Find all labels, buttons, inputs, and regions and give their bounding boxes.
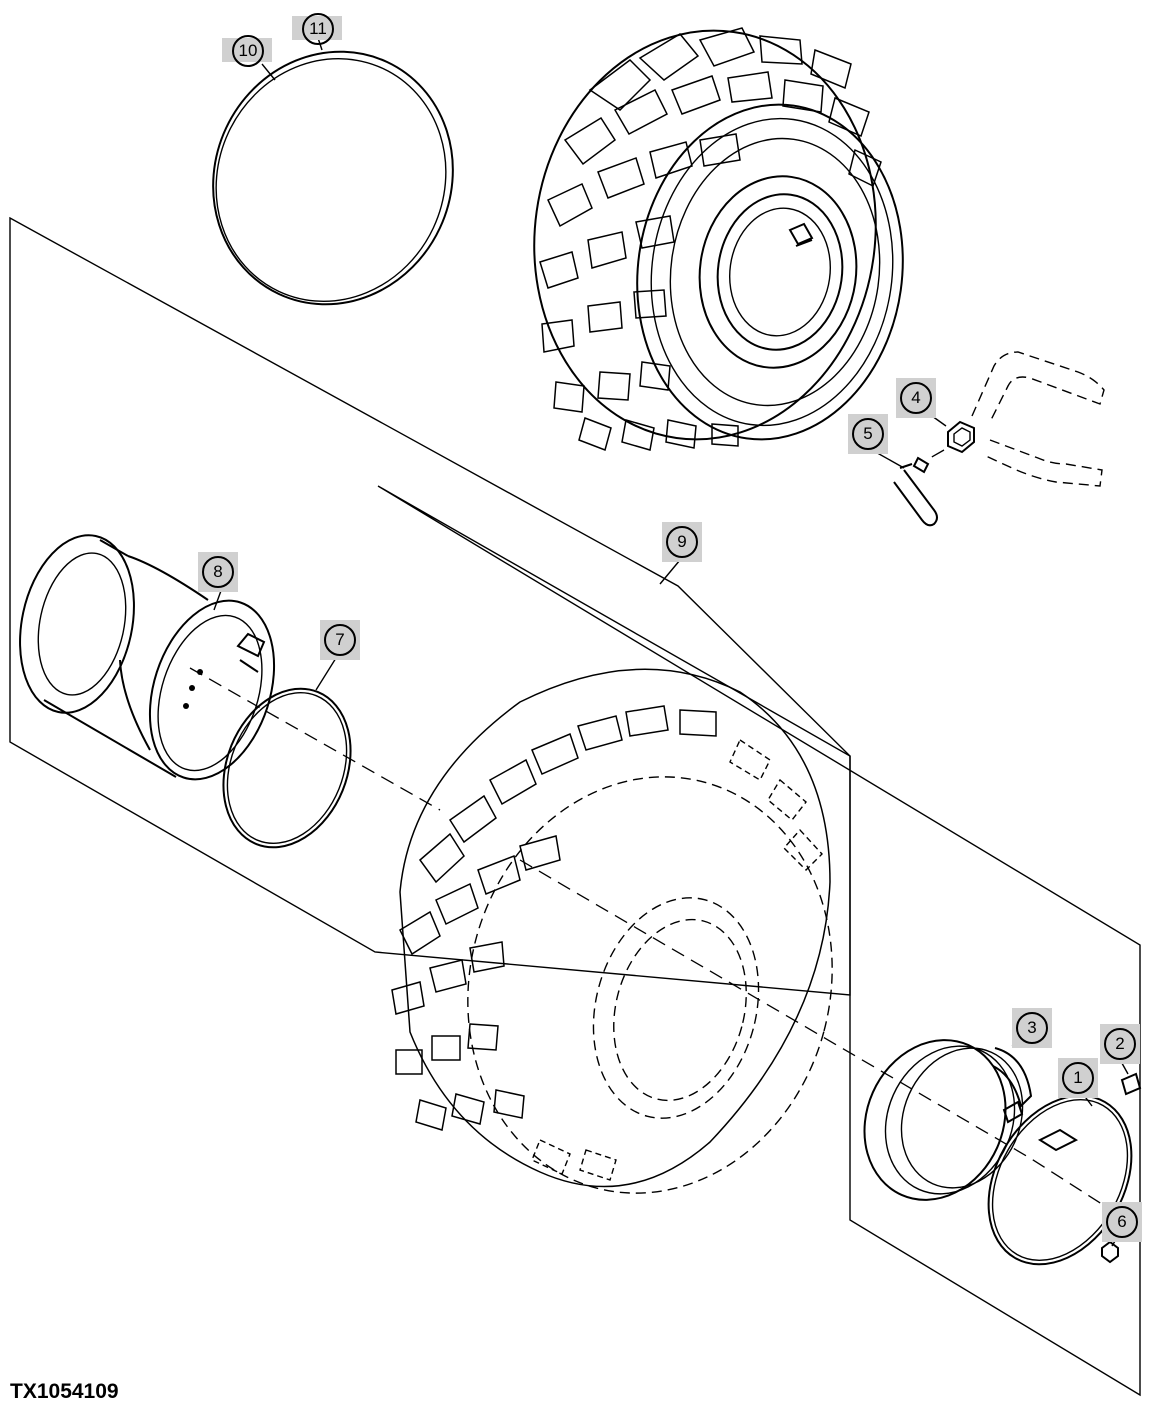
figure-id: TX1054109 [10, 1380, 119, 1403]
tire-exploded [391, 668, 833, 1194]
callout-6-label: 6 [1106, 1206, 1138, 1238]
callout-9: 9 [662, 522, 702, 562]
callout-6: 6 [1102, 1202, 1142, 1242]
callout-8-label: 8 [202, 556, 234, 588]
callout-9-label: 9 [666, 526, 698, 558]
assembled-wheel-top [533, 27, 904, 451]
rim [19, 534, 276, 781]
tire-panel-outline [377, 485, 1141, 1397]
rim-panel-outline [9, 216, 851, 996]
callout-1-label: 1 [1062, 1062, 1094, 1094]
callout-8: 8 [198, 552, 238, 592]
callout-2: 2 [1100, 1024, 1140, 1064]
callout-4: 4 [896, 378, 936, 418]
callout-11-label: 11 [302, 13, 334, 45]
callout-3-label: 3 [1016, 1012, 1048, 1044]
callout-11: 11 [292, 13, 342, 45]
valve-stem-assembly [893, 351, 1105, 527]
callout-10-label: 10 [232, 35, 264, 67]
callout-5: 5 [848, 414, 888, 454]
callout-3: 3 [1012, 1008, 1052, 1048]
callout-2-label: 2 [1104, 1028, 1136, 1060]
callout-7: 7 [320, 620, 360, 660]
callout-10: 10 [222, 35, 272, 67]
callout-4-label: 4 [900, 382, 932, 414]
callout-5-label: 5 [852, 418, 884, 450]
callout-1: 1 [1058, 1058, 1098, 1098]
seal-ring-top [212, 50, 454, 306]
callout-7-label: 7 [324, 624, 356, 656]
flange-and-lock-ring [863, 1039, 1142, 1266]
seal-ring-7 [222, 687, 352, 849]
assembly-axis-line [189, 667, 1109, 1209]
